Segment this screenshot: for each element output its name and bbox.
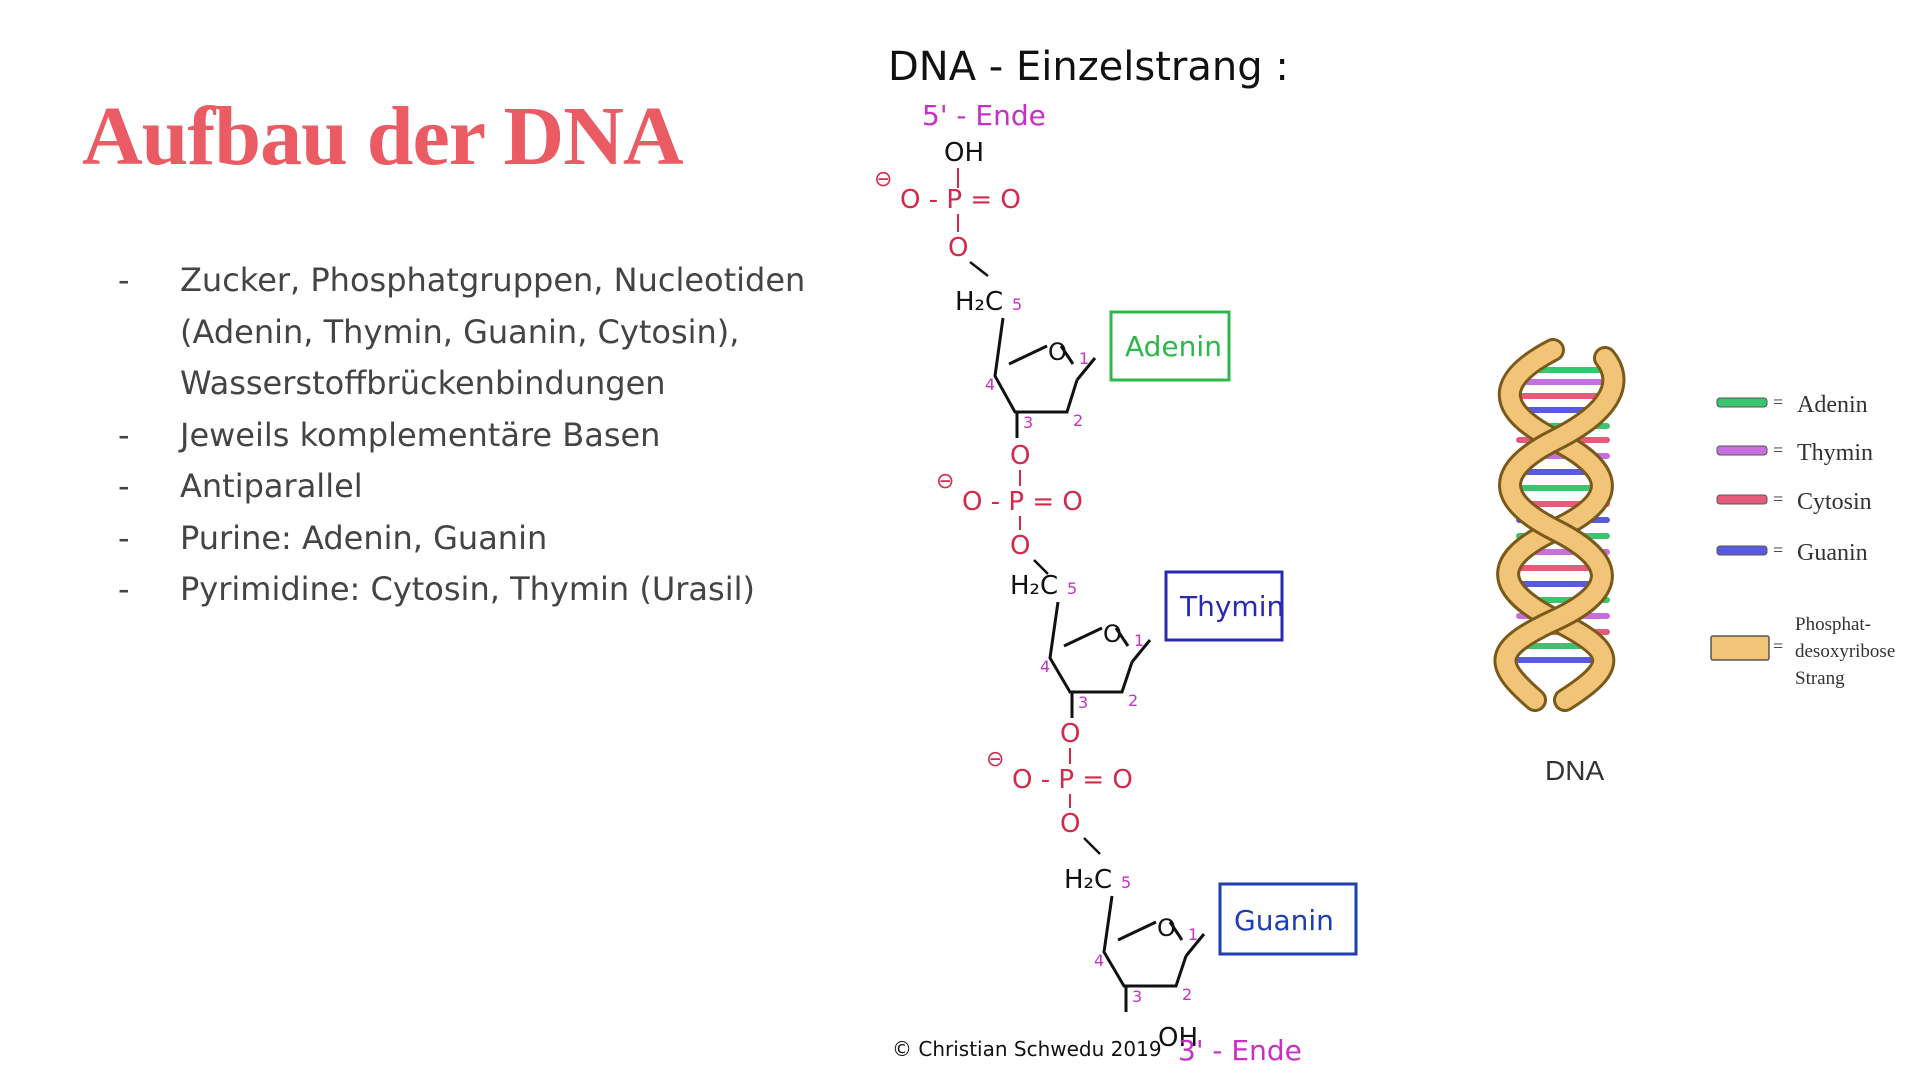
- base-box-guanin: [1218, 882, 1358, 956]
- legend-swatch-adenin: [1716, 397, 1768, 408]
- helix-backbone: [1493, 338, 1626, 712]
- five-prime-label: 5' - Ende: [922, 99, 1046, 132]
- position-2: 2: [1128, 691, 1138, 710]
- h2c-label: H₂C: [1064, 865, 1112, 895]
- phosphate-oxygens: O - P = O: [1012, 765, 1133, 795]
- base-label-adenin: Adenin: [1125, 330, 1222, 363]
- legend-equals: =: [1773, 489, 1783, 509]
- legend-equals: =: [1773, 440, 1783, 460]
- bridge-oxygen: O: [948, 233, 968, 263]
- nucleotide-adenin: H₂C 5 O 1 2 3 4 Adenin: [955, 287, 1231, 438]
- position-3: 3: [1132, 987, 1142, 1006]
- bottom-oh-label: OH: [1158, 1023, 1198, 1053]
- bullet-dash-icon: -: [118, 261, 130, 299]
- position-5: 5: [1121, 873, 1131, 892]
- phosphate-oxygens: O - P = O: [900, 185, 1021, 215]
- minus-charge-icon: ⊖: [936, 469, 954, 494]
- bullet-text: Jeweils komplementäre Basen: [180, 415, 661, 454]
- helix-legend: = Adenin = Thymin = Cytosin = Guanin = P…: [1710, 392, 1895, 689]
- h2c-label: H₂C: [1010, 571, 1058, 601]
- legend-swatch-thymin: [1716, 445, 1768, 456]
- phosphate-group-3: O ⊖ O - P = O O: [986, 719, 1133, 839]
- copyright-label: © Christian Schwedu 2019: [892, 1037, 1162, 1061]
- bullet-dash-icon: -: [118, 570, 130, 608]
- position-1: 1: [1134, 631, 1144, 650]
- nucleotide-guanin: H₂C 5 O 1 2 3 4 Guanin: [1064, 865, 1358, 1012]
- nucleotide-thymin: H₂C 5 O 1 2 3 4 Thymin: [1010, 570, 1284, 718]
- bullet-dash-icon: -: [118, 415, 130, 454]
- position-5: 5: [1012, 295, 1022, 314]
- legend-label-backbone-line-3: Strang: [1795, 668, 1845, 689]
- legend-swatch-guanin: [1716, 545, 1768, 556]
- position-2: 2: [1073, 411, 1083, 430]
- ring-oxygen: O: [1048, 338, 1067, 366]
- position-1: 1: [1188, 925, 1198, 944]
- bullet-dash-icon: -: [118, 518, 130, 557]
- three-prime-label: 3' - Ende: [1178, 1034, 1302, 1067]
- bullet-text: Antiparallel: [180, 467, 363, 505]
- bullet-item: - Jeweils komplementäre Basen: [118, 410, 878, 462]
- position-4: 4: [1094, 951, 1104, 970]
- base-label-guanin: Guanin: [1234, 904, 1334, 937]
- legend-swatch-backbone: [1710, 635, 1770, 661]
- base-box-adenin: [1109, 310, 1231, 382]
- position-3: 3: [1023, 413, 1033, 432]
- legend-label-adenin: Adenin: [1797, 392, 1868, 418]
- phosphate-group-2: O ⊖ O - P = O O: [936, 441, 1083, 561]
- bullet-item: - Pyrimidine: Cytosin, Thymin (Urasil): [118, 564, 878, 616]
- legend-label-guanin: Guanin: [1797, 540, 1868, 566]
- minus-charge-icon: ⊖: [986, 747, 1004, 772]
- bullet-item: - Purine: Adenin, Guanin: [118, 513, 878, 565]
- ring-oxygen: O: [1103, 620, 1122, 648]
- base-box-thymin: [1164, 570, 1284, 642]
- position-4: 4: [1040, 657, 1050, 676]
- bullet-item: - Zucker, Phosphatgruppen, Nucleotiden (A…: [118, 255, 878, 410]
- h2c-label: H₂C: [955, 287, 1003, 317]
- top-oh-label: OH: [944, 138, 984, 168]
- bullet-text: Purine: Adenin, Guanin: [180, 518, 548, 557]
- legend-equals: =: [1773, 392, 1783, 412]
- bridge-oxygen: O: [1010, 531, 1030, 561]
- bridge-oxygen: O: [1010, 441, 1030, 471]
- legend-equals: =: [1773, 636, 1783, 656]
- position-3: 3: [1078, 693, 1088, 712]
- bullet-item: - Antiparallel: [118, 461, 878, 513]
- bridge-oxygen: O: [1060, 719, 1080, 749]
- position-1: 1: [1079, 349, 1089, 368]
- bullet-list: - Zucker, Phosphatgruppen, Nucleotiden (A…: [118, 255, 878, 616]
- legend-label-backbone-line-1: Phosphat-: [1795, 614, 1871, 635]
- base-label-thymin: Thymin: [1179, 590, 1284, 623]
- phosphate-oxygens: O - P = O: [962, 487, 1083, 517]
- minus-charge-icon: ⊖: [874, 167, 892, 192]
- dna-single-strand-diagram: DNA - Einzelstrang : 5' - Ende OH ⊖ O - …: [874, 44, 1358, 1067]
- bridge-oxygen: O: [1060, 809, 1080, 839]
- bullet-dash-icon: -: [118, 467, 130, 505]
- position-5: 5: [1067, 579, 1077, 598]
- bullet-text: Zucker, Phosphatgruppen, Nucleotiden (Ad…: [180, 261, 806, 402]
- legend-swatch-cytosin: [1716, 494, 1768, 505]
- position-4: 4: [985, 375, 995, 394]
- position-2: 2: [1182, 985, 1192, 1004]
- ring-oxygen: O: [1157, 914, 1176, 942]
- helix-caption: DNA: [1545, 755, 1604, 786]
- slide-title: Aufbau der DNA: [82, 90, 684, 183]
- strand-heading: DNA - Einzelstrang :: [888, 44, 1289, 90]
- bullet-text: Pyrimidine: Cytosin, Thymin (Urasil): [180, 570, 755, 608]
- dna-double-helix-diagram: DNA = Adenin = Thymin = Cytosin = Guanin…: [1493, 338, 1895, 786]
- phosphate-group-1: ⊖ O - P = O O: [874, 167, 1021, 263]
- legend-label-thymin: Thymin: [1797, 440, 1873, 466]
- legend-label-cytosin: Cytosin: [1797, 489, 1872, 515]
- legend-equals: =: [1773, 540, 1783, 560]
- legend-label-backbone-line-2: desoxyribose: [1795, 641, 1895, 662]
